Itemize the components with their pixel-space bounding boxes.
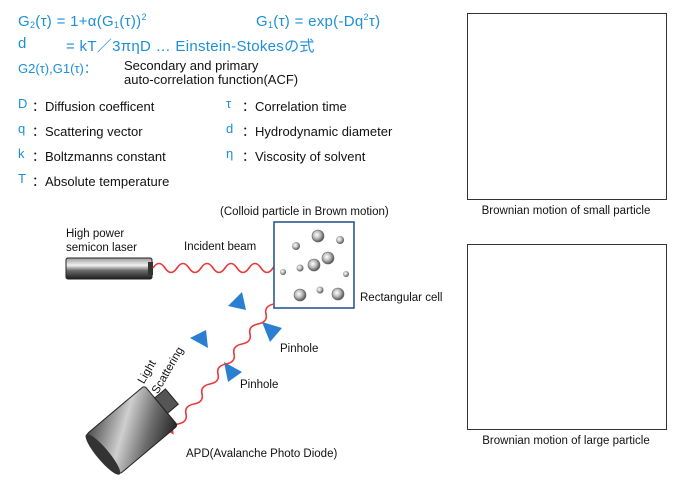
rectangular-cell-label: Rectangular cell bbox=[360, 292, 443, 304]
apd-detector bbox=[85, 386, 179, 475]
pinhole-lower-icon bbox=[190, 330, 242, 382]
pinhole-upper-icon bbox=[228, 292, 282, 342]
scattered-light-wave bbox=[161, 303, 275, 435]
legend-sym: τ bbox=[226, 96, 232, 111]
legend-sym: η bbox=[226, 146, 234, 161]
legend-sym: D bbox=[18, 96, 28, 111]
legend-sym: T bbox=[18, 171, 26, 186]
laser-label-line2: semicon laser bbox=[66, 242, 137, 254]
legend-sym: q bbox=[18, 121, 26, 136]
acf-symbols: G2(τ),G1(τ)： bbox=[18, 61, 97, 76]
laser-label-line1: High power bbox=[66, 228, 125, 240]
acf-line1: Secondary and primary bbox=[124, 58, 259, 73]
pinhole-upper-label: Pinhole bbox=[280, 343, 319, 355]
legend-text: ：Viscosity of solvent bbox=[242, 149, 366, 164]
eq-g1-symbol: G bbox=[256, 13, 268, 30]
large-particle-panel bbox=[467, 244, 667, 430]
legend-text: ：Boltzmanns constant bbox=[32, 149, 166, 164]
small-particle-panel bbox=[467, 13, 667, 200]
incident-beam-wave bbox=[152, 260, 299, 276]
small-particle-caption: Brownian motion of small particle bbox=[481, 205, 651, 217]
eq-sup: 2 bbox=[141, 12, 147, 22]
eq-sub: 2 bbox=[29, 20, 36, 30]
eq-sub: 1 bbox=[114, 20, 120, 30]
eq-g1-tail: τ) bbox=[368, 13, 381, 30]
legend-text: ：Correlation time bbox=[242, 99, 347, 114]
eq-g2-symbol: G bbox=[18, 13, 30, 30]
pinhole-lower-label: Pinhole bbox=[240, 379, 279, 391]
large-particle-caption: Brownian motion of large particle bbox=[482, 435, 650, 447]
legend-sym: k bbox=[18, 146, 25, 161]
legend-text: ：Diffusion coefficent bbox=[32, 99, 155, 114]
eq-g1-body: (τ) = exp(-Dq bbox=[273, 13, 364, 30]
laser-device bbox=[65, 257, 153, 280]
eq-sub: 1 bbox=[267, 20, 274, 30]
einstein-stokes-lhs: d bbox=[18, 35, 27, 52]
acf-equation: G2(τ) = 1+α(G1(τ))2 bbox=[18, 12, 147, 30]
colloid-particles bbox=[280, 229, 349, 302]
colloid-caption: (Colloid particle in Brown motion) bbox=[220, 206, 389, 218]
einstein-stokes-equation: = kT／3πηD … Einstein-Stokesの式 bbox=[66, 38, 315, 55]
eq-sup: 2 bbox=[363, 12, 369, 22]
legend-text: ：Absolute temperature bbox=[32, 174, 170, 189]
incident-beam-label: Incident beam bbox=[184, 241, 257, 253]
acf-line2: auto-correlation function(ACF) bbox=[124, 72, 299, 87]
eq-g2-body: (τ) = 1+α(G bbox=[35, 13, 115, 30]
g1-equation: G1(τ) = exp(-Dq2τ) bbox=[256, 12, 380, 30]
legend-text: ：Hydrodynamic diameter bbox=[242, 124, 393, 139]
legend-text: ：Scattering vector bbox=[32, 124, 143, 139]
apd-label: APD(Avalanche Photo Diode) bbox=[186, 448, 338, 460]
eq-g2-inner: (τ)) bbox=[119, 13, 142, 30]
legend-sym: d bbox=[226, 121, 234, 136]
